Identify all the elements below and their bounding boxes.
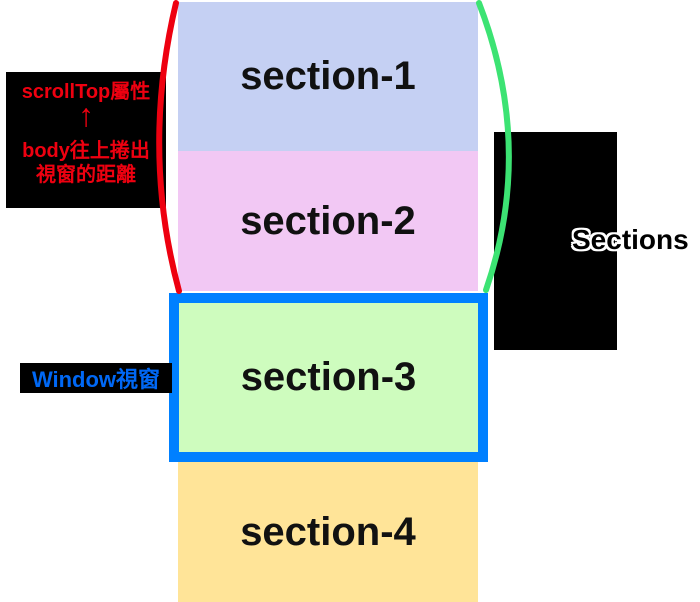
up-arrow-icon: ↑ <box>78 97 94 133</box>
scrolltop-callout: scrollTop屬性 ↑ body往上捲出 視窗的距離 <box>6 72 166 208</box>
section-4-label: section-4 <box>240 509 416 554</box>
section-4-block: section-4 <box>178 462 478 602</box>
scrolltop-explanation-line1: body往上捲出 <box>22 140 150 162</box>
section-2-block: section-2 <box>178 151 478 291</box>
section-2-label: section-2 <box>240 198 416 243</box>
window-viewport-callout: Window視窗 <box>20 363 172 393</box>
window-viewport-label: Window視窗 <box>31 367 161 392</box>
section-1-block: section-1 <box>178 2 478 151</box>
sections-label: Sections <box>572 224 689 255</box>
sections-callout-box <box>494 132 617 350</box>
scrolltop-property-text: scrollTop屬性 <box>21 81 151 103</box>
scrolltop-explanation-line2: 視窗的距離 <box>36 164 136 186</box>
section-3-block-window-viewport: section-3 <box>169 293 488 462</box>
section-3-label: section-3 <box>240 355 417 399</box>
section-1-label: section-1 <box>240 54 416 98</box>
